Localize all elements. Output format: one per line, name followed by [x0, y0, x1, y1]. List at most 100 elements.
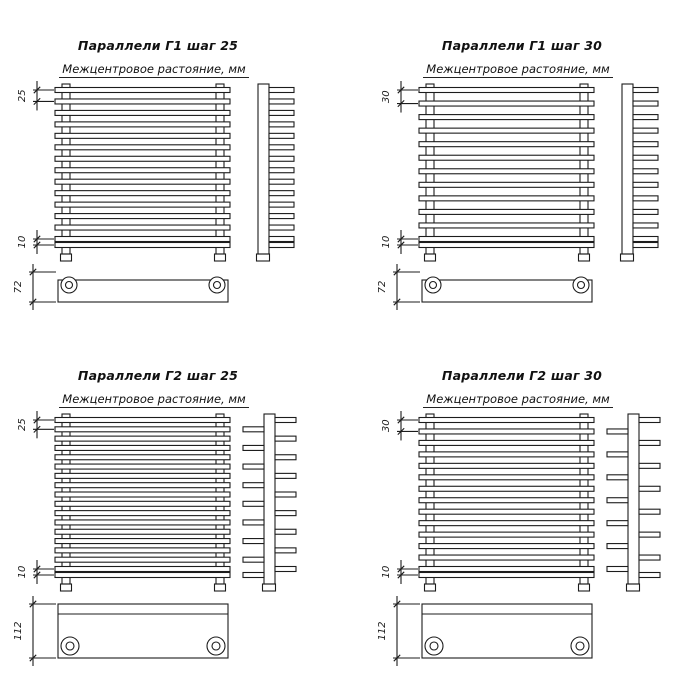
side-rail	[263, 413, 276, 585]
dim-tick	[397, 99, 405, 108]
side-tube	[274, 565, 297, 573]
dim-collector-label: 72	[377, 281, 388, 294]
tube	[54, 510, 231, 517]
tube	[54, 190, 231, 197]
tube	[418, 86, 595, 94]
side-tube	[242, 556, 265, 563]
tube	[418, 222, 595, 229]
side-tube	[632, 154, 659, 161]
dim-tick	[33, 235, 41, 243]
tube	[418, 439, 595, 446]
tube	[418, 565, 595, 573]
side-tube	[632, 195, 659, 202]
side-tube	[632, 208, 659, 215]
dim-tick	[29, 268, 37, 276]
panel-title: Параллели Г2 шаг 25	[77, 368, 239, 383]
side-tube	[638, 485, 661, 492]
tube	[418, 181, 595, 188]
dim-tick	[33, 565, 41, 573]
panel-subtitle: Межцентровое растояние, мм	[372, 388, 664, 408]
side-tube	[632, 141, 659, 148]
tube	[418, 127, 595, 134]
right-foot	[577, 253, 591, 262]
tube	[54, 571, 231, 579]
tube	[54, 213, 231, 220]
tube	[54, 178, 231, 185]
tube	[54, 547, 231, 554]
side-tube	[268, 224, 295, 231]
side-tube	[638, 508, 661, 515]
tube	[54, 463, 231, 470]
side-tube	[274, 472, 297, 479]
side-tube	[606, 474, 629, 481]
dim-pair-label: 10	[381, 236, 392, 249]
side-tube	[606, 520, 629, 527]
side-tube	[632, 100, 659, 107]
dim-tick	[397, 416, 405, 424]
dim-tick	[397, 235, 405, 243]
tube	[54, 565, 231, 573]
tube	[418, 520, 595, 527]
pipe-bore	[576, 280, 586, 290]
side-tube	[606, 543, 629, 550]
dim-collector-label: 112	[13, 621, 24, 640]
bottom-header	[57, 279, 229, 303]
side-tube	[638, 439, 661, 446]
tube	[54, 235, 231, 243]
panel-subtitle: Межцентровое растояние, мм	[372, 58, 664, 78]
side-tube	[632, 241, 659, 249]
tube	[54, 241, 231, 249]
pipe-bore	[428, 280, 438, 290]
tube	[54, 538, 231, 545]
tube	[54, 435, 231, 442]
panel-title: Параллели Г2 шаг 30	[441, 368, 603, 383]
dim-tick	[29, 298, 37, 306]
side-tube	[268, 98, 295, 105]
tube	[418, 235, 595, 243]
side-tube	[638, 416, 661, 424]
side-tube	[274, 547, 297, 554]
tube	[418, 531, 595, 538]
side-foot	[261, 583, 277, 592]
bottom-header	[421, 279, 593, 303]
side-tube	[606, 497, 629, 504]
side-tube	[274, 510, 297, 517]
side-tube	[638, 462, 661, 469]
tube	[418, 141, 595, 148]
tube	[54, 167, 231, 174]
dim-step-label: 30	[381, 419, 392, 432]
tube	[418, 497, 595, 504]
side-tube	[606, 565, 629, 573]
tube	[54, 444, 231, 451]
dim-step-label: 25	[17, 89, 28, 102]
side-tube	[268, 121, 295, 128]
side-rail	[621, 83, 634, 255]
panel-subtitle: Межцентровое растояние, мм	[8, 388, 300, 408]
side-tube	[268, 190, 295, 197]
side-foot	[255, 253, 271, 262]
tube	[54, 500, 231, 507]
left-foot	[423, 253, 437, 262]
dim-tick	[33, 97, 41, 106]
right-foot	[213, 253, 227, 262]
dim-tick	[397, 86, 405, 94]
side-tube	[268, 109, 295, 116]
side-tube	[274, 491, 297, 498]
side-tube	[268, 178, 295, 185]
dim-pair-label: 10	[17, 566, 28, 579]
dim-tick	[33, 571, 41, 579]
side-tube	[242, 571, 265, 579]
tube	[54, 109, 231, 116]
right-foot	[213, 583, 227, 592]
tube	[418, 168, 595, 175]
tube	[418, 114, 595, 121]
tube	[418, 154, 595, 161]
side-tube	[632, 168, 659, 175]
left-foot	[423, 583, 437, 592]
side-foot	[625, 583, 641, 592]
tube	[418, 208, 595, 215]
